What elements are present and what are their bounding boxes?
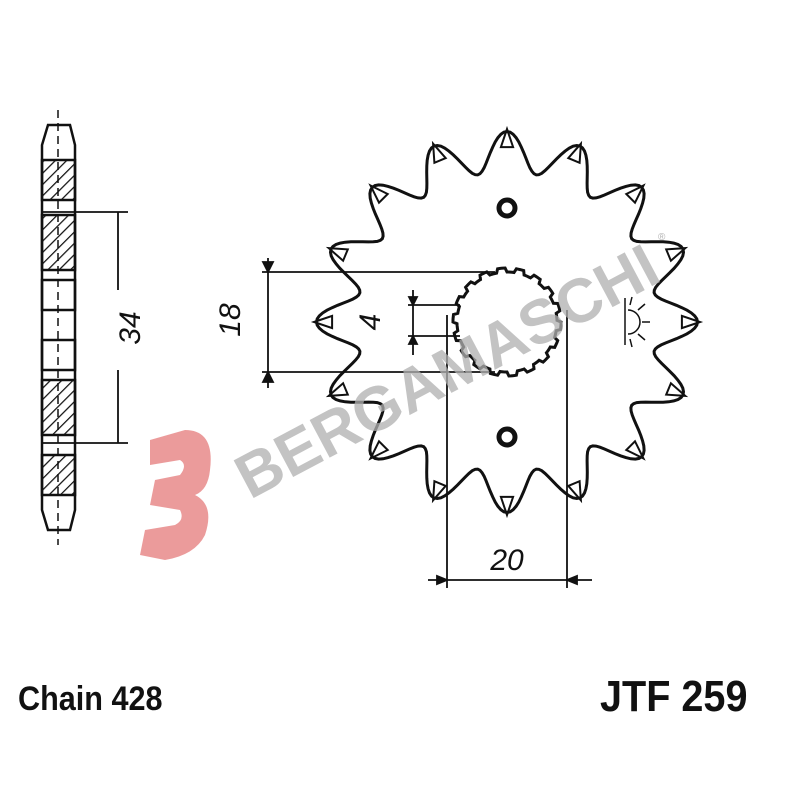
tooth-tip: [499, 495, 515, 519]
dimension-4-label: 4: [354, 314, 387, 331]
tooth-tip: [624, 439, 646, 461]
tooth-tip: [680, 314, 704, 330]
tooth-tip: [368, 439, 390, 461]
tooth-tip: [664, 381, 689, 398]
dimension-34-label: 34: [114, 311, 147, 344]
dimension-18: [261, 258, 495, 388]
tooth-tip: [325, 381, 350, 398]
mounting-hole-top: [496, 197, 518, 219]
tooth-tip: [624, 183, 646, 205]
registered-mark: ®: [658, 232, 666, 243]
tooth-tip: [566, 140, 583, 165]
chain-label: Chain 428: [18, 680, 163, 718]
dimension-34: [42, 211, 128, 444]
tooth-tip: [499, 125, 515, 149]
tooth-tip: [325, 246, 350, 263]
tooth-tips: [310, 125, 704, 519]
dimension-18-label: 18: [214, 303, 247, 337]
mounting-hole-bottom: [496, 426, 518, 448]
dimension-20: [428, 310, 592, 588]
tooth-tip: [664, 246, 689, 263]
tooth-tip: [310, 314, 334, 330]
part-code: JTF 259: [600, 672, 748, 721]
dimension-20-label: 20: [489, 544, 524, 577]
tooth-tip: [431, 479, 448, 504]
side-view: [40, 110, 77, 545]
dimension-4: [407, 290, 460, 355]
tooth-tip: [431, 140, 448, 165]
sun-symbol-icon: [624, 296, 650, 348]
tooth-tip: [368, 183, 390, 205]
splined-hub: [451, 266, 563, 378]
tooth-tip: [566, 479, 583, 504]
